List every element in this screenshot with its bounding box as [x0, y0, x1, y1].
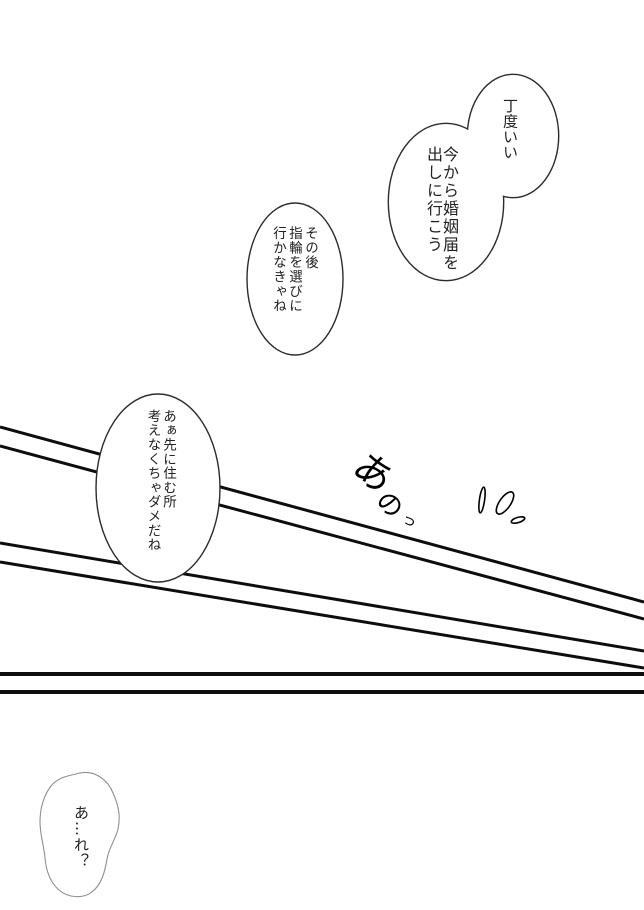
bubble-text-huh: あ…れ？: [72, 805, 90, 869]
speech-bubble-place-to-live: [95, 393, 221, 583]
diagonal-line-4: [0, 560, 644, 670]
bubble-text-line: あ…れ？: [72, 805, 90, 869]
bubble-text-place-to-live: あぁ先に住む所 考えなくちゃダメだね: [144, 409, 177, 552]
bubble-text-line: 今から婚姻届を: [440, 146, 459, 272]
speech-bubble-choose-rings: [246, 202, 344, 356]
bubble-text-choose-rings: その後 指輪を選びに 行かなきゃね: [270, 226, 318, 313]
bubble-text-line: 指輪を選びに: [286, 226, 302, 313]
bubble-text-line: 考えなくちゃダメだね: [144, 409, 161, 552]
flick-mark-3: [510, 515, 526, 525]
bubble-text-line: 丁度いい: [501, 98, 519, 160]
flick-mark-1: [478, 486, 486, 514]
diagonal-line-1: [0, 425, 644, 604]
flick-mark-2: [495, 491, 515, 515]
emphasis-flick-marks: [478, 486, 526, 525]
bubble-text-line: 出しに行こう: [424, 146, 443, 254]
bubble-text-just-right: 丁度いい: [501, 98, 519, 160]
speech-bubble-marriage-registration-fill: [389, 124, 503, 280]
bubble-text-marriage-registration: 今から婚姻届を 出しに行こう: [424, 146, 459, 272]
bubble-text-line: あぁ先に住む所: [160, 409, 176, 510]
bubble-text-line: 行かなきゃね: [270, 226, 286, 313]
diagonal-line-3: [0, 541, 644, 653]
speech-bubble-huh: [39, 771, 120, 898]
bubble-text-line: その後: [302, 226, 318, 270]
